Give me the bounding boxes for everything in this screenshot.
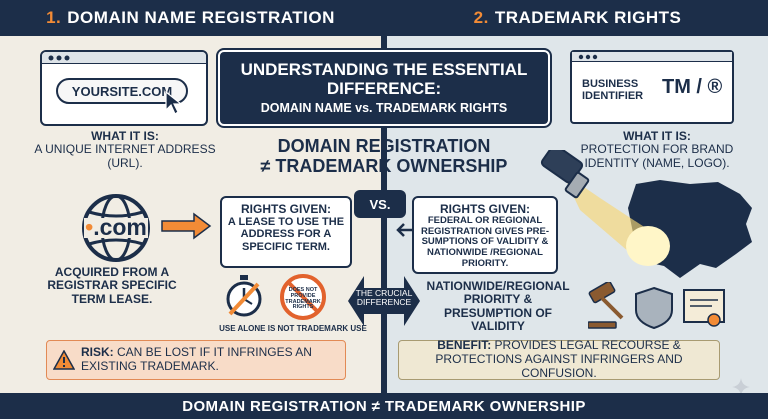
stopwatch-icon [226,275,262,317]
trademark-header-number: 2. [473,8,489,27]
spotlight-map-icon [540,150,752,278]
certificate-icon [683,289,725,327]
trademark-what-it-is-title: WHAT IT IS: [623,129,691,143]
globe-icon [82,194,150,262]
prohibited-icon [280,274,326,320]
risk-label: RISK: [81,345,114,360]
domain-rights-title: RIGHTS GIVEN: [240,202,331,216]
cursor-icon [165,90,183,115]
arrow-left-icon [396,223,412,237]
gavel-icon [588,282,624,329]
window-dots-icon [578,54,598,60]
crucial-difference-label: THE CRUCIAL DIFFERENCE [355,288,413,307]
footer-banner: DOMAIN REGISTRATION ≠ TRADEMARK OWNERSHI… [0,393,768,419]
browser-toolbar [42,52,206,64]
dot-com-label: •.com [85,214,147,240]
domain-header-title: DOMAIN NAME REGISTRATION [67,8,335,27]
domain-acquired-text: ACQUIRED FROM A REGISTRAR SPECIFIC TERM … [47,265,177,306]
risk-banner: RISK: CAN BE LOST IF IT INFRINGES AN EXI… [46,340,346,380]
prohibited-text: DOES NOT PROVIDE TRADEMARK RIGHTS [285,287,321,311]
vs-badge: VS. [354,190,406,218]
domain-header: 1. DOMAIN NAME REGISTRATION [0,0,381,36]
legal-icons [588,282,725,330]
sparkle-icon [732,378,750,396]
card-toolbar [572,52,732,62]
benefit-banner: BENEFIT: PROVIDES LEGAL RECOURSE & PROTE… [398,338,720,380]
main-title: Understanding the Essential Difference: [240,60,528,98]
benefit-text-wrap: BENEFIT: PROVIDES LEGAL RECOURSE & PROTE… [399,338,719,380]
trademark-what-it-is: WHAT IT IS: PROTECTION FOR BRAND IDENTIT… [552,129,762,170]
domain-what-it-is: WHAT IT IS: A UNIQUE INTERNET ADDRESS (U… [20,129,230,170]
trademark-rights-text: FEDERAL OR REGIONAL REGISTRATION GIVES P… [420,215,550,269]
benefit-label: BENEFIT: [437,338,492,353]
main-title-box: Understanding the Essential Difference: … [216,48,552,128]
benefit-text: PROVIDES LEGAL RECOURSE & PROTECTIONS AG… [435,338,683,380]
business-identifier-card: BUSINESS IDENTIFIER TM / ® [570,50,734,124]
risk-text: CAN BE LOST IF IT INFRINGES AN EXISTING … [81,345,312,373]
business-identifier-label: BUSINESS IDENTIFIER [582,78,644,103]
subtitle-line-2: ≠ TRADEMARK OWNERSHIP [260,155,508,176]
warning-icon [53,350,75,370]
browser-window-icon: YOURSITE.COM [40,50,208,126]
trademark-header: 2. TRADEMARK RIGHTS [387,0,768,36]
use-alone-note: USE ALONE IS NOT TRADEMARK USE [219,324,367,333]
domain-header-number: 1. [46,8,62,27]
domain-rights-text: A LEASE TO USE THE ADDRESS FOR A SPECIFI… [227,216,345,253]
trademark-priority-text: NATIONWIDE/REGIONAL PRIORITY & PRESUMPTI… [424,279,572,334]
risk-text-wrap: RISK: CAN BE LOST IF IT INFRINGES AN EXI… [81,345,345,374]
trademark-header-title: TRADEMARK RIGHTS [494,8,682,27]
trademark-what-it-is-text: PROTECTION FOR BRAND IDENTITY (NAME, LOG… [580,142,734,170]
trademark-rights-title: RIGHTS GIVEN: [439,202,530,216]
double-arrow-icon [348,276,420,326]
subtitle-line-1: DOMAIN REGISTRATION [277,136,491,156]
window-dots-icon [48,55,70,61]
shield-icon [635,286,673,330]
main-title-sub: DOMAIN NAME vs. TRADEMARK RIGHTS [260,100,508,115]
trademark-priority-text-value: NATIONWIDE/REGIONAL PRIORITY & PRESUMPTI… [426,279,570,334]
trademark-rights-callout: RIGHTS GIVEN: FEDERAL OR REGIONAL REGIST… [412,196,558,274]
trademark-symbol: TM / ® [662,76,723,98]
domain-what-it-is-title: WHAT IT IS: [91,129,159,143]
domain-rights-callout: RIGHTS GIVEN: A LEASE TO USE THE ADDRESS… [220,196,352,268]
arrow-right-icon [161,212,212,240]
domain-what-it-is-text: A UNIQUE INTERNET ADDRESS (URL). [34,142,216,170]
dot-com-text: .com [93,214,147,240]
domain-not-equal-trademark-title: DOMAIN REGISTRATION ≠ TRADEMARK OWNERSHI… [226,136,542,177]
